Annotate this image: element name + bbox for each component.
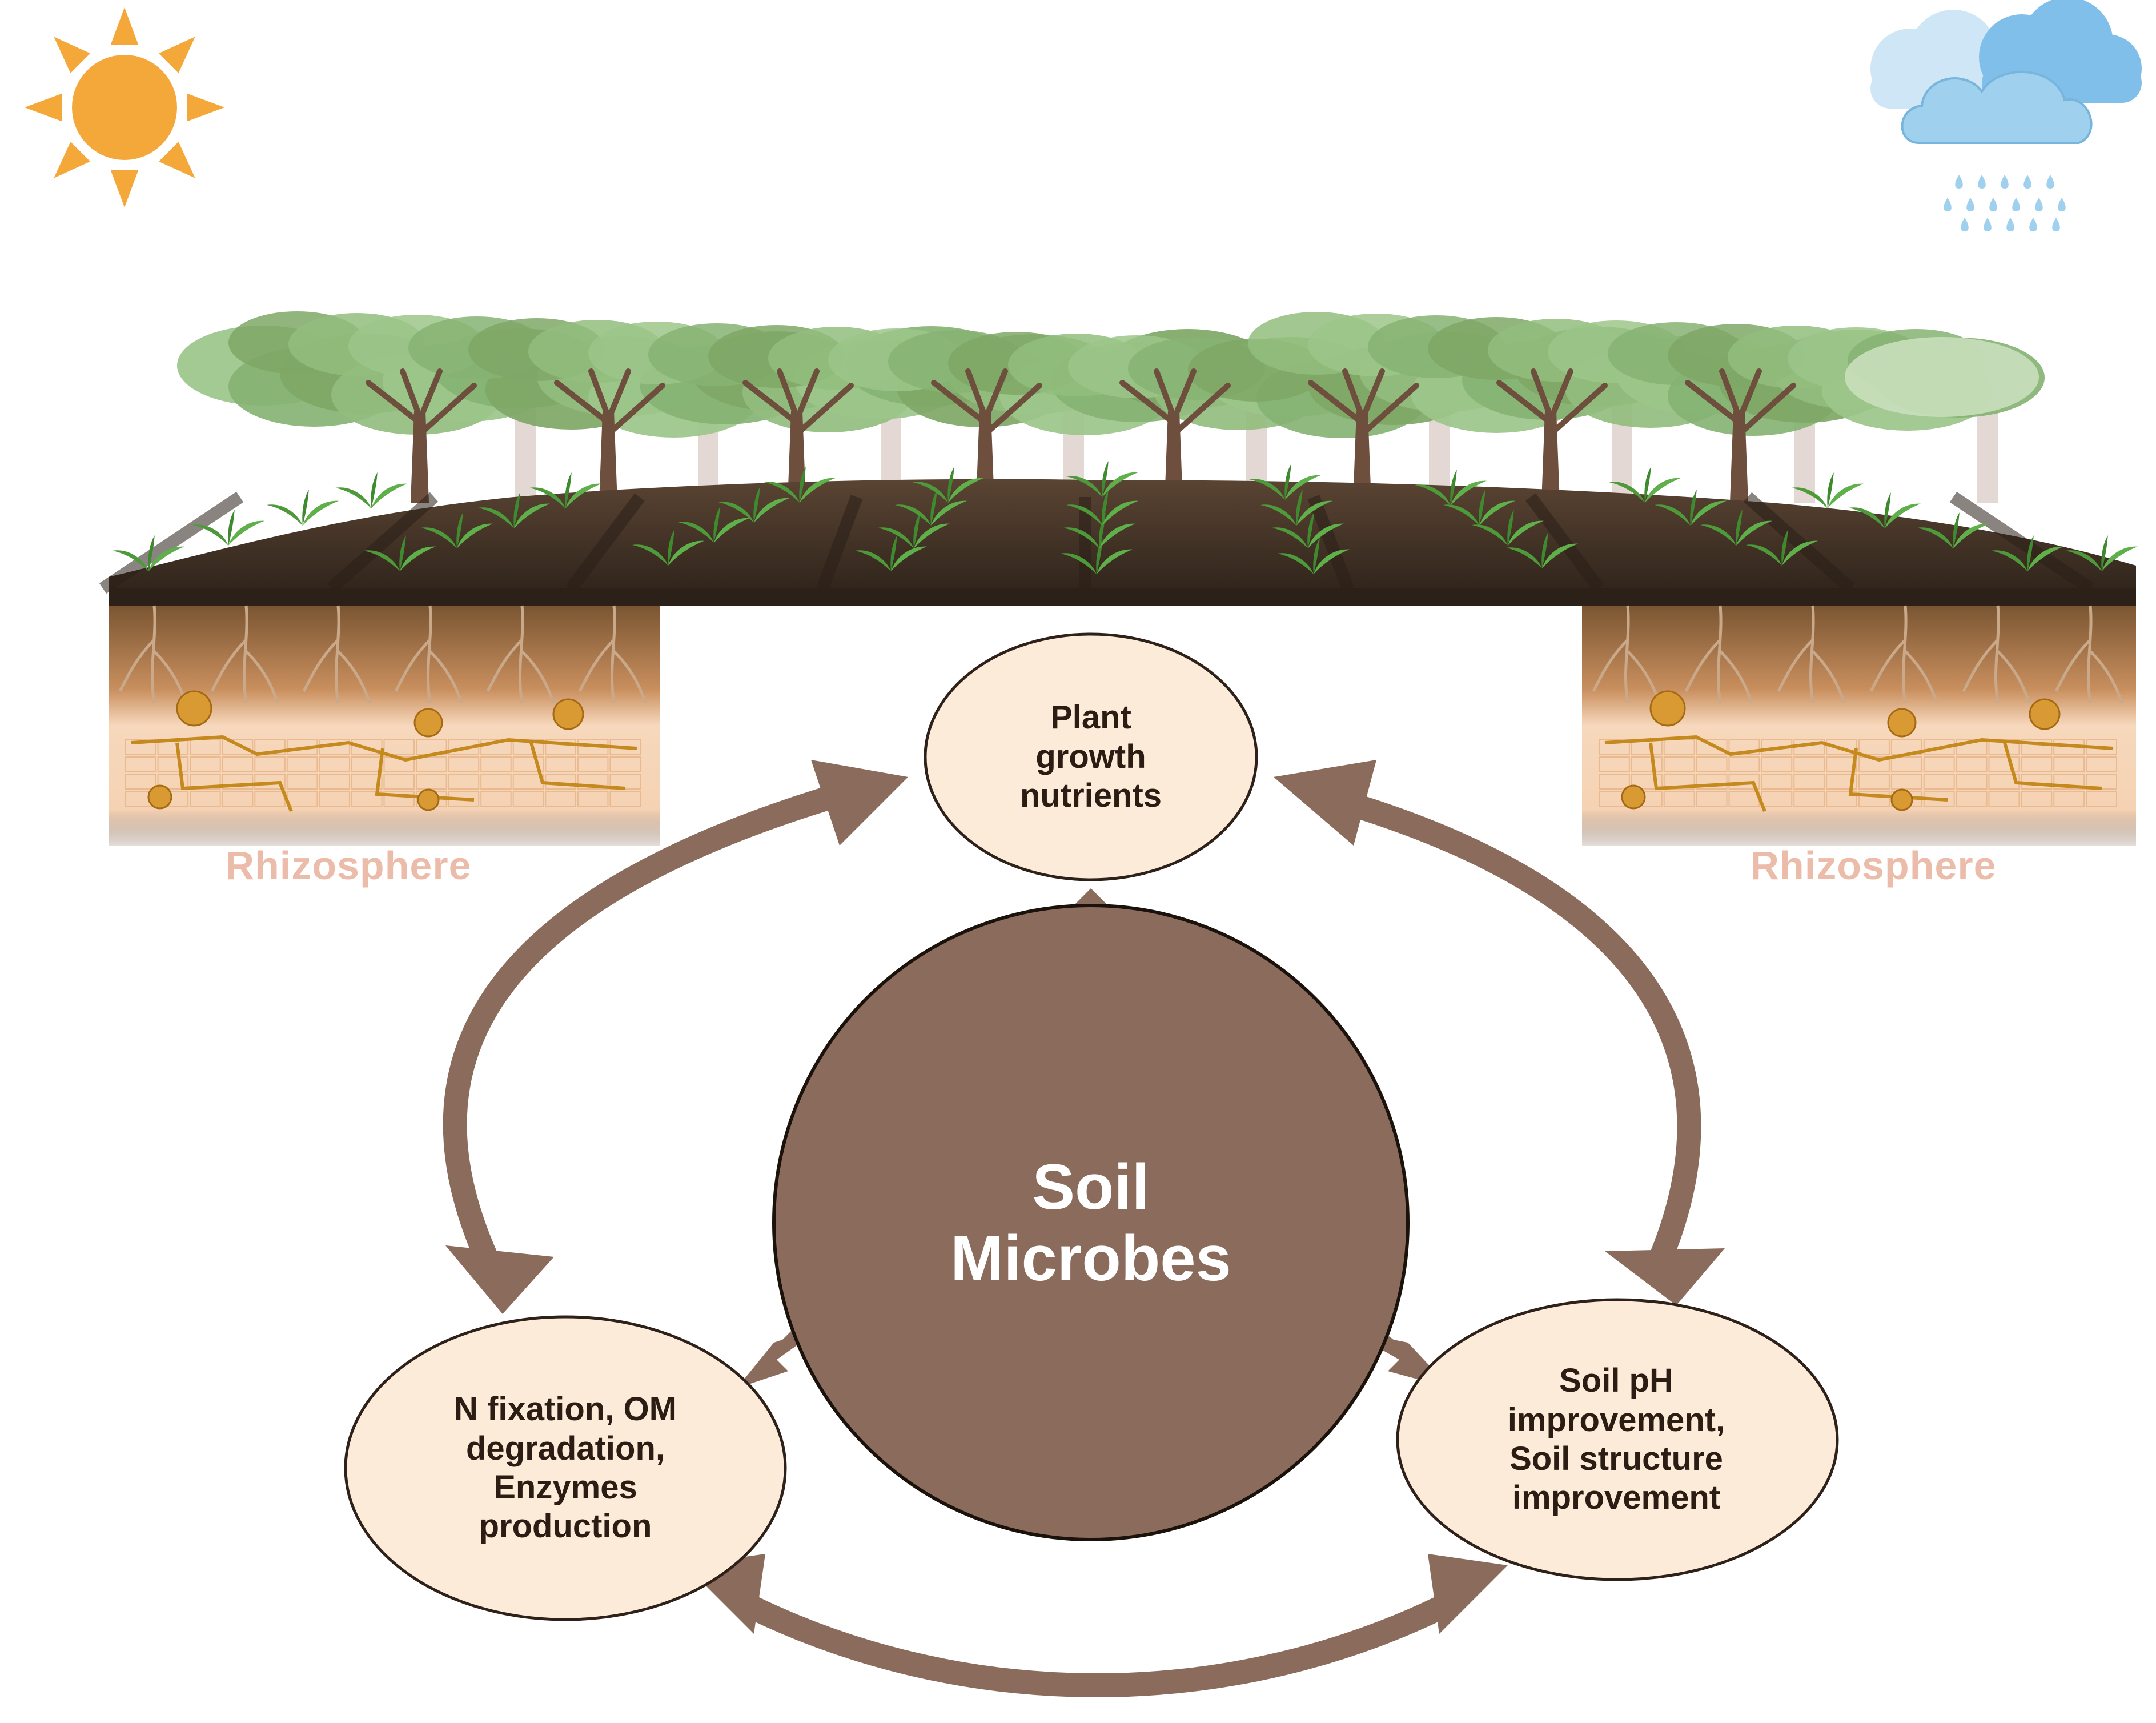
sun-icon [25,7,224,207]
cycle-arrow-bottom [685,1554,1508,1697]
soil-surface [99,479,2136,606]
node-soil-ph-label: Soil pH improvement, Soil structure impr… [1507,1362,1725,1517]
tree-line [177,311,2045,503]
soil-profile-right [1582,605,2136,851]
center-soil-microbes [772,904,1410,1541]
rhizosphere-label-left: Rhizosphere [225,843,472,888]
sprout-rows [113,461,2138,574]
node-n-fixation [344,1315,787,1621]
node-soil-ph [1396,1298,1839,1581]
rhizosphere-label-right: Rhizosphere [1750,843,1997,888]
node-plant-growth [924,632,1258,881]
center-soil-microbes-label: Soil Microbes [950,1151,1231,1294]
cycle-arrow-top-right [1274,760,1725,1305]
node-n-fixation-label: N fixation, OM degradation, Enzymes prod… [454,1391,677,1545]
soil-profile-left [109,605,660,851]
node-plant-growth-label: Plant growth nutrients [1019,699,1162,815]
rain-cloud-icon [1870,0,2142,231]
cycle-arrow-top-left [443,760,908,1314]
